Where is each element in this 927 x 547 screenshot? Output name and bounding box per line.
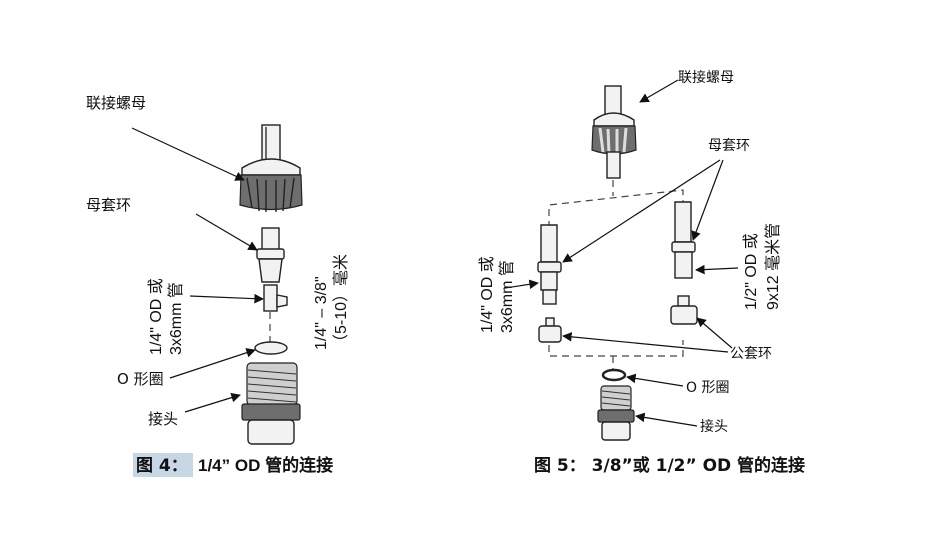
fig4-arrow-ferrule bbox=[195, 213, 258, 251]
svg-text:9x12 毫米管: 9x12 毫米管 bbox=[763, 223, 782, 310]
fig4-arrow-nut bbox=[131, 127, 245, 181]
fig5-label-nut: 联接螺母 bbox=[678, 69, 734, 86]
svg-text:3x6mm 管: 3x6mm 管 bbox=[498, 260, 516, 333]
fig5-union-nut bbox=[591, 112, 637, 179]
fig5-arrow-male-left bbox=[562, 332, 729, 353]
fig4-label-fitting: 接头 bbox=[148, 410, 178, 428]
fig4-caption-highlight bbox=[133, 453, 193, 477]
fig5-left-male-ferrule bbox=[538, 317, 562, 343]
fig5-dash-lower bbox=[548, 340, 684, 370]
fig5-arrow-half-inch bbox=[695, 264, 739, 275]
fig4-label-ferrule: 母套环 bbox=[86, 196, 131, 214]
fig4-label-oring: O 形圈 bbox=[117, 370, 164, 388]
fig5-label-male-ferrule: 公套环 bbox=[730, 346, 772, 362]
fig4-o-ring bbox=[254, 341, 288, 355]
fig4-fitting bbox=[241, 362, 301, 445]
fig5-fitting bbox=[597, 385, 635, 441]
figure-4: 联接螺母 母套环 1/4" OD 或 3x6mm 管 1/4" – 3/8" （… bbox=[86, 94, 350, 477]
fig5-label-ferrule: 母套环 bbox=[708, 138, 750, 154]
fig5-arrow-oring bbox=[626, 373, 684, 387]
fig5-tube-top bbox=[604, 85, 622, 117]
fig5-caption: 图 5： 3/8”或 1/2” OD 管的连接 bbox=[534, 455, 805, 476]
fig5-label-fitting: 接头 bbox=[700, 418, 728, 435]
fig5-label-tube: 1/4" OD 或 3x6mm 管 bbox=[478, 256, 516, 333]
fig4-label-tube: 1/4" OD 或 3x6mm 管 bbox=[147, 278, 185, 355]
fig5-arrow-nut bbox=[639, 79, 679, 103]
fig4-arrow-tube bbox=[189, 293, 264, 304]
svg-text:3x6mm 管: 3x6mm 管 bbox=[167, 282, 185, 355]
fig5-arrow-ferrule-left bbox=[562, 159, 721, 263]
fig5-arrow-fitting bbox=[635, 412, 698, 427]
fig4-arrow-oring bbox=[169, 348, 256, 379]
fig5-right-ferrule bbox=[671, 201, 696, 279]
fig5-right-male-ferrule bbox=[670, 295, 698, 325]
svg-text:1/4" OD 或: 1/4" OD 或 bbox=[478, 256, 496, 333]
fig5-label-half-inch: 1/2" OD 或 9x12 毫米管 bbox=[742, 223, 782, 310]
fig5-arrow-ferrule-right bbox=[691, 159, 724, 241]
fig5-o-ring bbox=[601, 368, 627, 382]
fig4-union-nut bbox=[239, 158, 303, 212]
fig4-arrow-fitting bbox=[184, 392, 241, 413]
fig4-label-nut: 联接螺母 bbox=[86, 94, 146, 112]
svg-text:（5-10）毫米: （5-10）毫米 bbox=[331, 254, 350, 350]
svg-text:1/4" OD 或: 1/4" OD 或 bbox=[147, 278, 165, 355]
fig5-arrow-tube bbox=[504, 279, 539, 290]
fig4-label-range: 1/4" – 3/8" （5-10）毫米 bbox=[313, 254, 350, 350]
fig4-caption-prefix: 图 4： bbox=[136, 456, 188, 476]
fig5-label-oring: O 形圈 bbox=[686, 380, 729, 396]
fig5-arrow-male-right bbox=[696, 317, 733, 349]
fig5-dash-upper bbox=[548, 180, 684, 228]
svg-text:O 形圈: O 形圈 bbox=[117, 370, 164, 388]
fig4-female-ferrule bbox=[256, 227, 288, 312]
svg-text:1/2" OD 或: 1/2" OD 或 bbox=[742, 233, 760, 310]
svg-text:1/4" – 3/8": 1/4" – 3/8" bbox=[313, 276, 330, 350]
fig5-left-ferrule bbox=[537, 224, 562, 305]
fig4-caption-text: 1/4” OD 管的连接 bbox=[198, 455, 333, 475]
fig4-tube-top bbox=[261, 124, 281, 164]
figure-5: 联接螺母 母套环 1/4" OD 或 3x6mm 管 1/2" OD 或 9x1… bbox=[478, 69, 805, 476]
